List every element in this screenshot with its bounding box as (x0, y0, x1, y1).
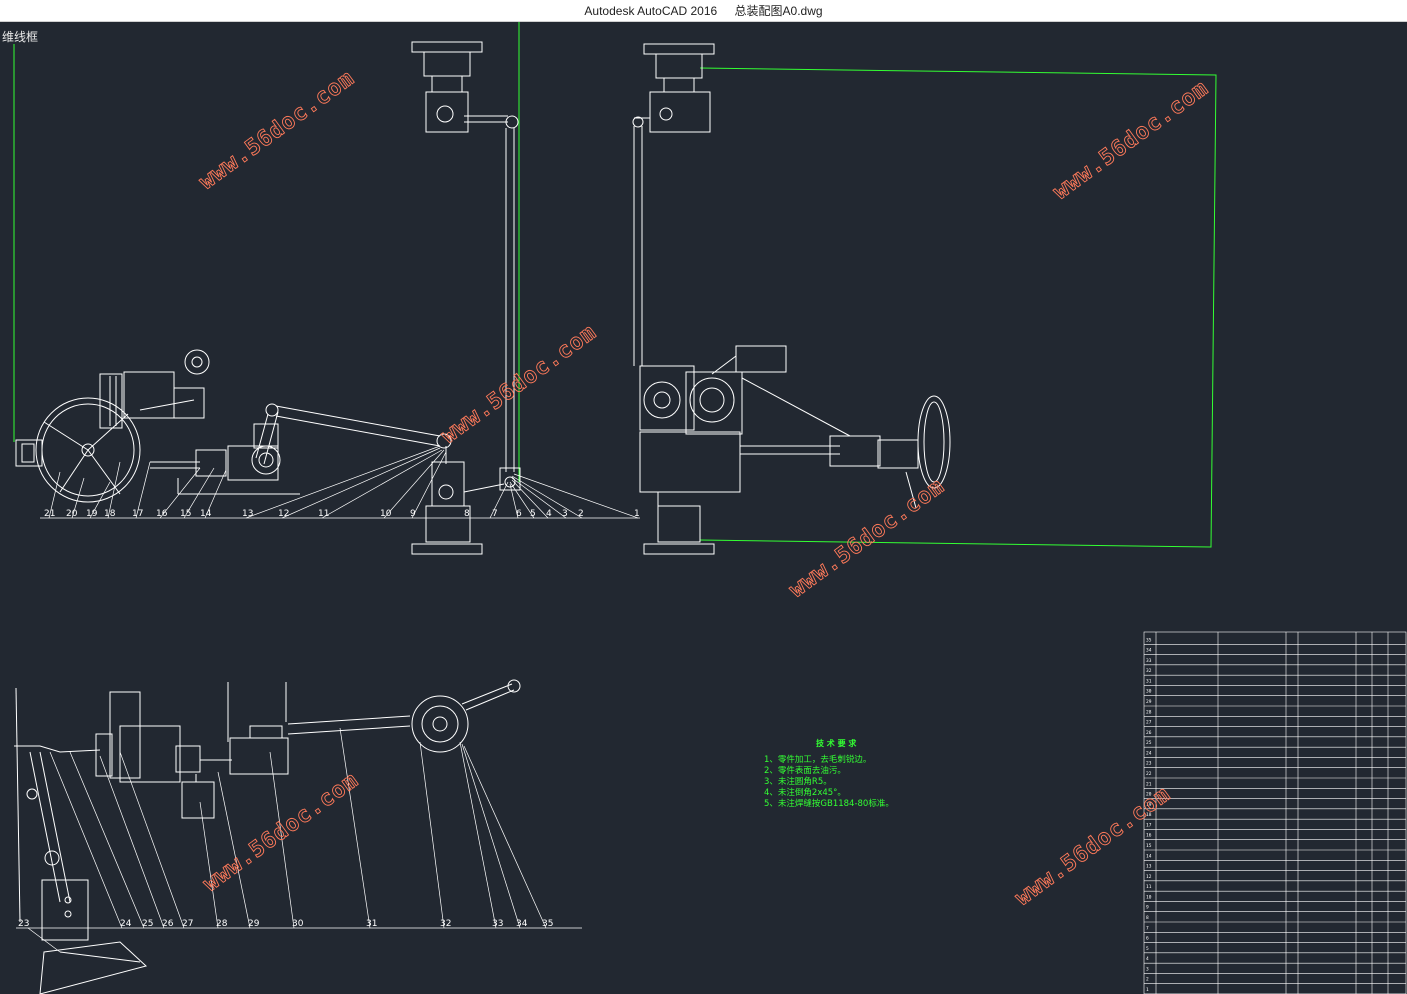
bom-row-number: 8 (1146, 915, 1149, 921)
bom-row-number: 22 (1146, 771, 1152, 777)
technical-requirements: 技 术 要 求 1、零件加工，去毛刺锐边。 2、零件表面去油污。 3、未注圆角R… (764, 738, 894, 809)
bom-row-number: 33 (1146, 658, 1152, 664)
bom-row-number: 27 (1146, 720, 1152, 726)
balloon-3: 3 (562, 509, 568, 519)
app-title: Autodesk AutoCAD 2016 (584, 4, 718, 18)
bom-row-number: 13 (1146, 864, 1152, 870)
assembly-middle (411, 41, 521, 555)
balloon-16: 16 (156, 509, 168, 519)
balloon-6: 6 (516, 509, 522, 519)
balloon-5: 5 (530, 509, 536, 519)
balloon-18: 18 (104, 509, 116, 519)
bom-row-number: 12 (1146, 874, 1152, 880)
bom-row-number: 24 (1146, 750, 1152, 756)
tech-requirement-1: 1、零件加工，去毛刺锐边。 (764, 754, 871, 765)
bom-row-number: 5 (1146, 946, 1149, 952)
assembly-right-top (632, 43, 951, 555)
bom-row-number: 21 (1146, 781, 1152, 787)
balloon-25: 25 (142, 919, 153, 929)
bom-row-number: 31 (1146, 678, 1152, 684)
view-style-label[interactable]: 维线框 (2, 30, 39, 44)
bom-table (1143, 631, 1407, 994)
tech-requirement-5: 5、未注焊缝按GB1184-80标准。 (764, 798, 894, 809)
tech-requirement-3: 3、未注圆角R5。 (764, 776, 832, 787)
bom-row-number: 35 (1146, 637, 1152, 643)
balloon-21: 21 (44, 509, 55, 519)
bom-row-number: 19 (1146, 802, 1152, 808)
balloon-19: 19 (86, 509, 98, 519)
balloon-1: 1 (634, 509, 640, 519)
file-name: 总装配图A0.dwg (734, 4, 823, 18)
watermark-2: www.56doc.com (1049, 76, 1214, 205)
balloon-33: 33 (492, 919, 503, 929)
drawing-viewport[interactable]: 21 20 19 18 17 16 15 14 13 12 11 10 9 8 … (0, 22, 1407, 994)
frame-lines (13, 22, 1217, 548)
bom-row-number: 28 (1146, 709, 1152, 715)
watermark-5: www.56doc.com (199, 768, 364, 897)
assembly-bottom (14, 679, 521, 994)
bom-row-number: 25 (1146, 740, 1152, 746)
bom-row-number: 29 (1146, 699, 1152, 705)
bom-row-number: 3 (1146, 966, 1149, 972)
balloon-35: 35 (542, 919, 553, 929)
title-bar: Autodesk AutoCAD 2016 总装配图A0.dwg (0, 0, 1407, 22)
balloon-2: 2 (578, 509, 584, 519)
bom-rows: 3534333231302928272625242322212019181716… (1146, 637, 1152, 993)
bom-row-number: 16 (1146, 833, 1152, 839)
bom-row-number: 32 (1146, 668, 1152, 674)
tech-requirements-title: 技 术 要 求 (816, 738, 857, 748)
balloon-12: 12 (278, 509, 289, 519)
bom-row-number: 14 (1146, 853, 1152, 859)
balloon-30: 30 (292, 919, 304, 929)
balloons-top: 21 20 19 18 17 16 15 14 13 12 11 10 9 8 … (44, 509, 640, 519)
balloon-15: 15 (180, 509, 191, 519)
cad-drawing[interactable]: 21 20 19 18 17 16 15 14 13 12 11 10 9 8 … (0, 22, 1407, 994)
bom-row-number: 26 (1146, 730, 1152, 736)
bom-row-number: 2 (1146, 977, 1149, 983)
balloon-34: 34 (516, 919, 528, 929)
bom-row-number: 6 (1146, 936, 1149, 942)
bom-row-number: 20 (1146, 792, 1152, 798)
balloon-11: 11 (318, 509, 329, 519)
bom-row-number: 18 (1146, 812, 1152, 818)
balloon-31: 31 (366, 919, 377, 929)
bom-row-number: 30 (1146, 689, 1152, 695)
balloon-27: 27 (182, 919, 193, 929)
bom-row-number: 1 (1146, 987, 1149, 993)
balloon-26: 26 (162, 919, 174, 929)
balloon-29: 29 (248, 919, 260, 929)
balloon-28: 28 (216, 919, 228, 929)
watermark-4: www.56doc.com (785, 474, 950, 603)
tech-requirement-2: 2、零件表面去油污。 (764, 765, 846, 776)
balloon-8: 8 (464, 509, 470, 519)
balloon-20: 20 (66, 509, 78, 519)
bom-row-number: 10 (1146, 894, 1152, 900)
bom-row-number: 34 (1146, 648, 1152, 654)
balloon-7: 7 (492, 509, 498, 519)
balloon-32: 32 (440, 919, 451, 929)
balloon-10: 10 (380, 509, 392, 519)
assembly-left-top (15, 349, 452, 503)
tech-requirement-4: 4、未注倒角2x45°。 (764, 787, 846, 798)
watermark-1: www.56doc.com (195, 66, 360, 195)
balloons-bottom: 23 24 25 26 27 28 29 30 31 32 33 34 35 (18, 919, 553, 929)
balloon-17: 17 (132, 509, 143, 519)
bom-row-number: 15 (1146, 843, 1152, 849)
watermarks: www.56doc.com www.56doc.com www.56doc.co… (194, 65, 1214, 911)
balloon-13: 13 (242, 509, 253, 519)
balloon-23: 23 (18, 919, 29, 929)
bom-row-number: 7 (1146, 925, 1149, 931)
balloon-24: 24 (120, 919, 132, 929)
bom-row-number: 11 (1146, 884, 1152, 890)
leader-lines-top (40, 445, 640, 519)
balloon-4: 4 (546, 509, 552, 519)
bom-row-number: 23 (1146, 761, 1152, 767)
balloon-14: 14 (200, 509, 212, 519)
leader-lines-bottom (16, 727, 582, 953)
bom-row-number: 4 (1146, 956, 1149, 962)
bom-row-number: 9 (1146, 905, 1149, 911)
bom-row-number: 17 (1146, 822, 1152, 828)
balloon-9: 9 (410, 509, 416, 519)
